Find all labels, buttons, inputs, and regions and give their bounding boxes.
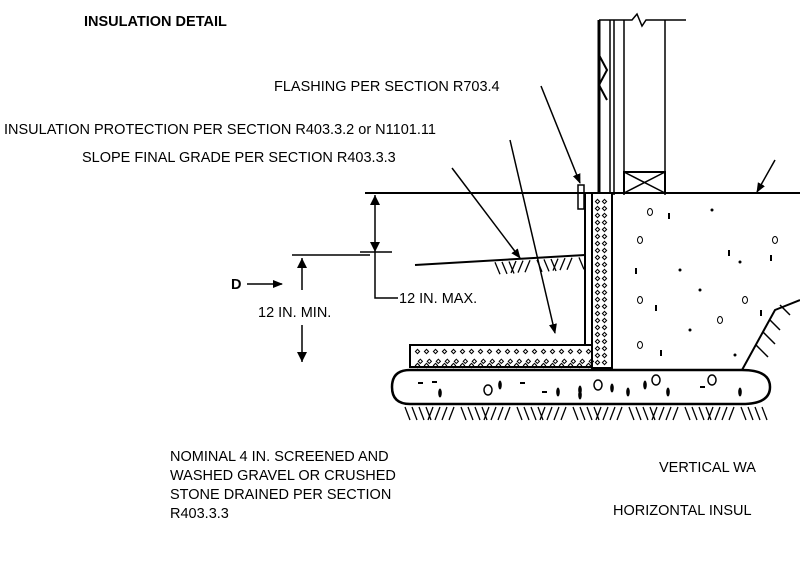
slab-edge [741,299,800,371]
wall-framing [597,12,686,195]
insulation-protection-label: INSULATION PROTECTION PER SECTION R403.3… [4,122,436,138]
flashing-label: FLASHING PER SECTION R703.4 [274,79,500,95]
max-dimension [360,195,398,299]
max-dimension-label: 12 IN. MAX. [399,291,477,307]
drawing-title: INSULATION DETAIL [84,14,227,30]
exterior-grade [414,254,586,275]
horizontal-insulation-label: HORIZONTAL INSUL [613,503,752,519]
gravel-drain-bed [390,368,772,406]
slope-grade-label: SLOPE FINAL GRADE PER SECTION R403.3.3 [82,150,396,166]
foundation-wall [584,192,613,370]
horizontal-insulation [409,344,595,369]
gravel-note-line-2: WASHED GRAVEL OR CRUSHED [170,468,396,484]
slope-grade-leader [451,167,521,259]
soil-hatch-bottom [404,406,768,421]
flashing-leader [540,85,581,184]
gravel-note-line-3: STONE DRAINED PER SECTION [170,487,391,503]
vertical-insulation-pattern [594,198,608,366]
d-marker-label: D [231,277,241,293]
min-dimension [292,254,370,362]
min-dimension-label: 12 IN. MIN. [258,305,331,321]
right-leader [756,159,776,193]
gravel-note-line-4: R403.3.3 [170,506,229,522]
soil-hatch-right [755,304,791,358]
vertical-wall-label: VERTICAL WA [659,460,756,476]
insulation-protection-leader [509,139,557,334]
flashing-element [577,184,585,210]
slab-aggregate [635,208,778,357]
gravel-note-line-1: NOMINAL 4 IN. SCREENED AND [170,449,389,465]
gravel-note: NOMINAL 4 IN. SCREENED AND WASHED GRAVEL… [170,449,396,522]
